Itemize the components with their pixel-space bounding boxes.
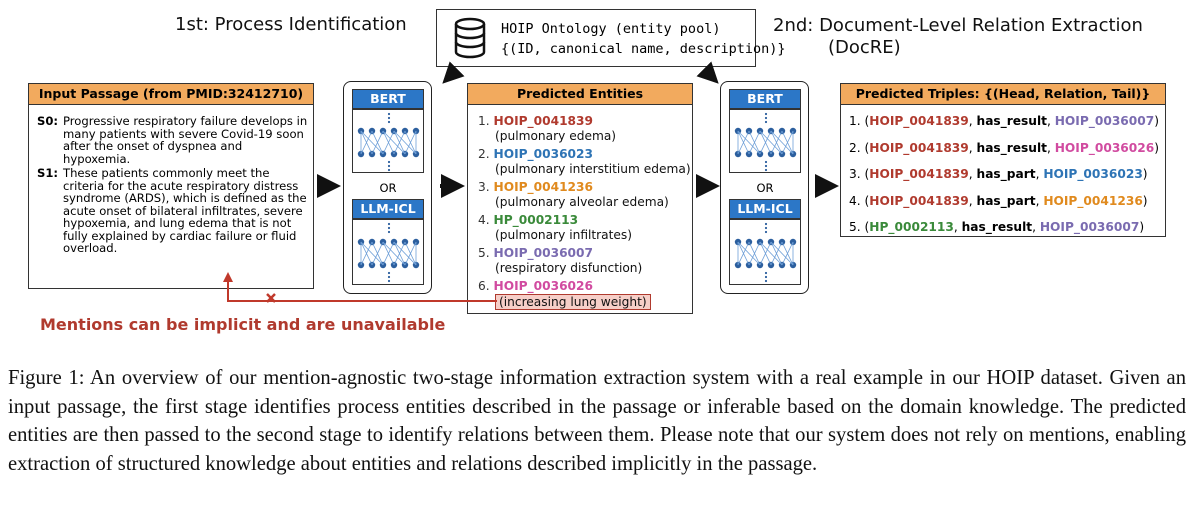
llm-network-icon — [352, 219, 424, 285]
bert-label: BERT — [352, 89, 424, 109]
triple-num: 1. — [849, 114, 861, 128]
triple-relation: has_result — [976, 140, 1047, 155]
arrow-ontology-to-model1 — [442, 61, 465, 84]
entity-num: 1. — [478, 114, 490, 128]
entity-list: 1. HOIP_0041839 (pulmonary edema) 2. HOI… — [478, 114, 691, 314]
entity-item: 4. HP_0002113 (pulmonary infiltrates) — [478, 213, 691, 242]
sentence-text: Progressive respiratory failure develops… — [63, 114, 308, 166]
predicted-triples-panel: Predicted Triples: {(Head, Relation, Tai… — [840, 83, 1166, 237]
entity-id: HOIP_0036007 — [493, 246, 593, 260]
entity-id: HOIP_0041236 — [493, 180, 593, 194]
triple-num: 3. — [849, 167, 861, 181]
cross-icon — [266, 293, 276, 303]
entity-name: (pulmonary interstitium edema) — [495, 161, 691, 176]
predicted-entities-header: Predicted Entities — [468, 84, 692, 105]
mentions-note: Mentions can be implicit and are unavail… — [40, 315, 446, 334]
triple-tail: HOIP_0036026 — [1054, 140, 1155, 155]
entity-id: HOIP_0041839 — [493, 114, 593, 128]
triple-relation: has_result — [961, 220, 1033, 234]
entity-id: HOIP_0036023 — [493, 147, 593, 161]
sentence-id: S0: — [37, 114, 59, 128]
stage2-subtitle: (DocRE) — [828, 37, 901, 58]
bert-label: BERT — [729, 89, 801, 109]
bert-network-icon — [352, 109, 424, 173]
entity-name: (pulmonary edema) — [495, 128, 617, 143]
triple-item: 3. (HOIP_0041839, has_part, HOIP_0036023… — [849, 167, 1148, 181]
entity-num: 6. — [478, 279, 490, 293]
or-label: OR — [379, 181, 397, 195]
figure-caption: Figure 1: An overview of our mention-agn… — [8, 367, 1186, 475]
input-passage-header: Input Passage (from PMID:32412710) — [29, 84, 313, 105]
arrow-ontology-to-model2 — [696, 61, 719, 84]
predicted-triples-header: Predicted Triples: {(Head, Relation, Tai… — [841, 84, 1165, 105]
passage-sentence: S1: These patients commonly meet the cri… — [37, 167, 311, 255]
triple-item: 5. (HP_0002113, has_result, HOIP_0036007… — [849, 220, 1145, 234]
model-box-stage1: BERT OR LLM-ICL — [343, 81, 432, 294]
triple-num: 2. — [849, 140, 861, 155]
triple-list: 1. (HOIP_0041839, has_result, HOIP_00360… — [849, 114, 1159, 247]
passage-sentence: S0: Progressive respiratory failure deve… — [37, 115, 311, 165]
entity-item: 6. HOIP_0036026 (increasing lung weight) — [478, 279, 691, 310]
triple-tail: HOIP_0036007 — [1054, 114, 1155, 128]
input-passage-panel: Input Passage (from PMID:32412710) S0: P… — [28, 83, 314, 289]
entity-id: HP_0002113 — [493, 213, 579, 227]
triple-num: 5. — [849, 220, 861, 234]
sentence-text: These patients commonly meet the criteri… — [63, 166, 307, 255]
triple-head: HOIP_0041839 — [869, 193, 969, 208]
bert-network-icon — [729, 109, 801, 173]
triple-num: 4. — [849, 193, 861, 208]
entity-name-highlighted: (increasing lung weight) — [495, 293, 651, 310]
triple-relation: has_part — [976, 193, 1036, 208]
entity-name: (respiratory disfunction) — [495, 260, 643, 275]
entity-item: 2. HOIP_0036023 (pulmonary interstitium … — [478, 147, 691, 176]
triple-tail: HOIP_0036023 — [1043, 167, 1143, 181]
entity-num: 3. — [478, 180, 490, 194]
entity-item: 5. HOIP_0036007 (respiratory disfunction… — [478, 246, 691, 275]
database-icon — [454, 17, 486, 59]
implicit-mention-connector — [223, 272, 497, 302]
triple-head: HP_0002113 — [869, 220, 954, 234]
or-label: OR — [756, 181, 774, 195]
llm-icl-label: LLM-ICL — [352, 199, 424, 219]
triple-item: 1. (HOIP_0041839, has_result, HOIP_00360… — [849, 114, 1159, 128]
diagram-arrows — [223, 61, 839, 303]
llm-icl-label: LLM-ICL — [729, 199, 801, 219]
triple-item: 4. (HOIP_0041839, has_part, HOIP_0041236… — [849, 193, 1148, 208]
entity-num: 4. — [478, 213, 490, 227]
entity-num: 2. — [478, 147, 490, 161]
triple-head: HOIP_0041839 — [869, 140, 969, 155]
llm-network-icon — [729, 219, 801, 285]
passage-body: S0: Progressive respiratory failure deve… — [37, 115, 311, 257]
stage1-title: 1st: Process Identification — [175, 14, 407, 35]
entity-item: 1. HOIP_0041839 (pulmonary edema) — [478, 114, 691, 143]
ontology-line1: HOIP Ontology (entity pool) — [501, 21, 721, 37]
triple-relation: has_result — [976, 114, 1047, 128]
entity-item: 3. HOIP_0041236 (pulmonary alveolar edem… — [478, 180, 691, 209]
entity-name: (pulmonary infiltrates) — [495, 227, 633, 242]
triple-tail: HOIP_0036007 — [1039, 220, 1140, 234]
ontology-text: HOIP Ontology (entity pool) {(ID, canoni… — [501, 19, 785, 59]
stage2-title: 2nd: Document-Level Relation Extraction — [773, 15, 1143, 36]
triple-item: 2. (HOIP_0041839, has_result, HOIP_00360… — [849, 140, 1159, 155]
entity-id: HOIP_0036026 — [493, 279, 593, 293]
entity-num: 5. — [478, 246, 490, 260]
ontology-line2: {(ID, canonical name, description)} — [501, 41, 786, 57]
sentence-id: S1: — [37, 166, 59, 180]
ontology-box: HOIP Ontology (entity pool) {(ID, canoni… — [436, 9, 785, 67]
predicted-entities-panel: Predicted Entities 1. HOIP_0041839 (pulm… — [467, 83, 693, 314]
triple-head: HOIP_0041839 — [869, 114, 969, 128]
model-box-stage2: BERT OR LLM-ICL — [720, 81, 809, 294]
entity-name: (pulmonary alveolar edema) — [495, 194, 669, 209]
triple-head: HOIP_0041839 — [869, 167, 969, 181]
triple-relation: has_part — [976, 167, 1036, 181]
triple-tail: HOIP_0041236 — [1043, 193, 1143, 208]
